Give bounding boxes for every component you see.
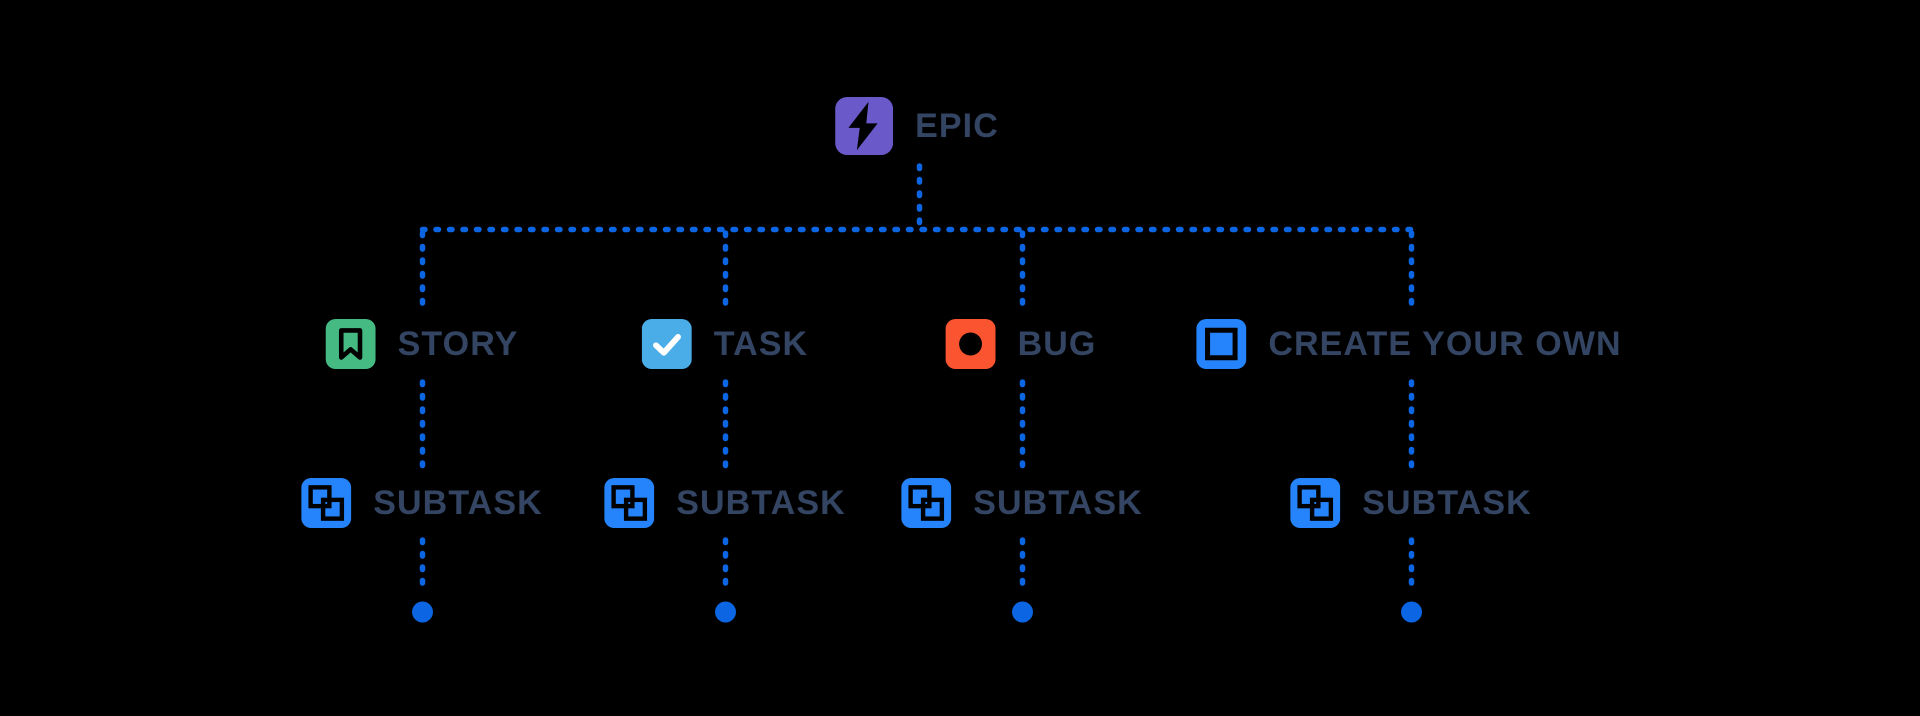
epic-lightning-icon: [835, 97, 894, 155]
create-your-own-square-icon: [1196, 319, 1247, 369]
endpoint-dot: [715, 601, 736, 623]
node-task: TASK: [641, 319, 809, 369]
node-label: SUBTASK: [373, 484, 543, 522]
node-label: BUG: [1017, 325, 1097, 363]
node-label: SUBTASK: [973, 484, 1143, 522]
node-create-your-own: CREATE YOUR OWN: [1196, 319, 1621, 369]
bug-circle-icon: [945, 319, 996, 369]
node-epic: EPIC: [835, 97, 999, 155]
task-checkmark-icon: [641, 319, 692, 369]
node-label: SUBTASK: [1362, 484, 1532, 522]
node-label: TASK: [713, 325, 809, 363]
endpoint-dot: [1401, 601, 1422, 623]
node-subtask: SUBTASK: [301, 478, 543, 528]
node-story: STORY: [325, 319, 519, 369]
endpoint-dot: [412, 601, 433, 623]
node-subtask: SUBTASK: [901, 478, 1143, 528]
subtask-icon: [301, 478, 352, 528]
node-label: STORY: [397, 325, 519, 363]
story-bookmark-icon: [325, 319, 376, 369]
node-label: CREATE YOUR OWN: [1268, 325, 1622, 363]
endpoint-dot: [1012, 601, 1033, 623]
subtask-icon: [604, 478, 655, 528]
subtask-icon: [901, 478, 952, 528]
node-bug: BUG: [945, 319, 1097, 369]
node-label: SUBTASK: [676, 484, 846, 522]
node-subtask: SUBTASK: [1290, 478, 1532, 528]
dashed-connectors: [419, 163, 1415, 597]
node-label: EPIC: [915, 107, 999, 145]
connector-endpoint-dots: [412, 601, 1422, 623]
node-subtask: SUBTASK: [604, 478, 846, 528]
subtask-icon: [1290, 478, 1341, 528]
